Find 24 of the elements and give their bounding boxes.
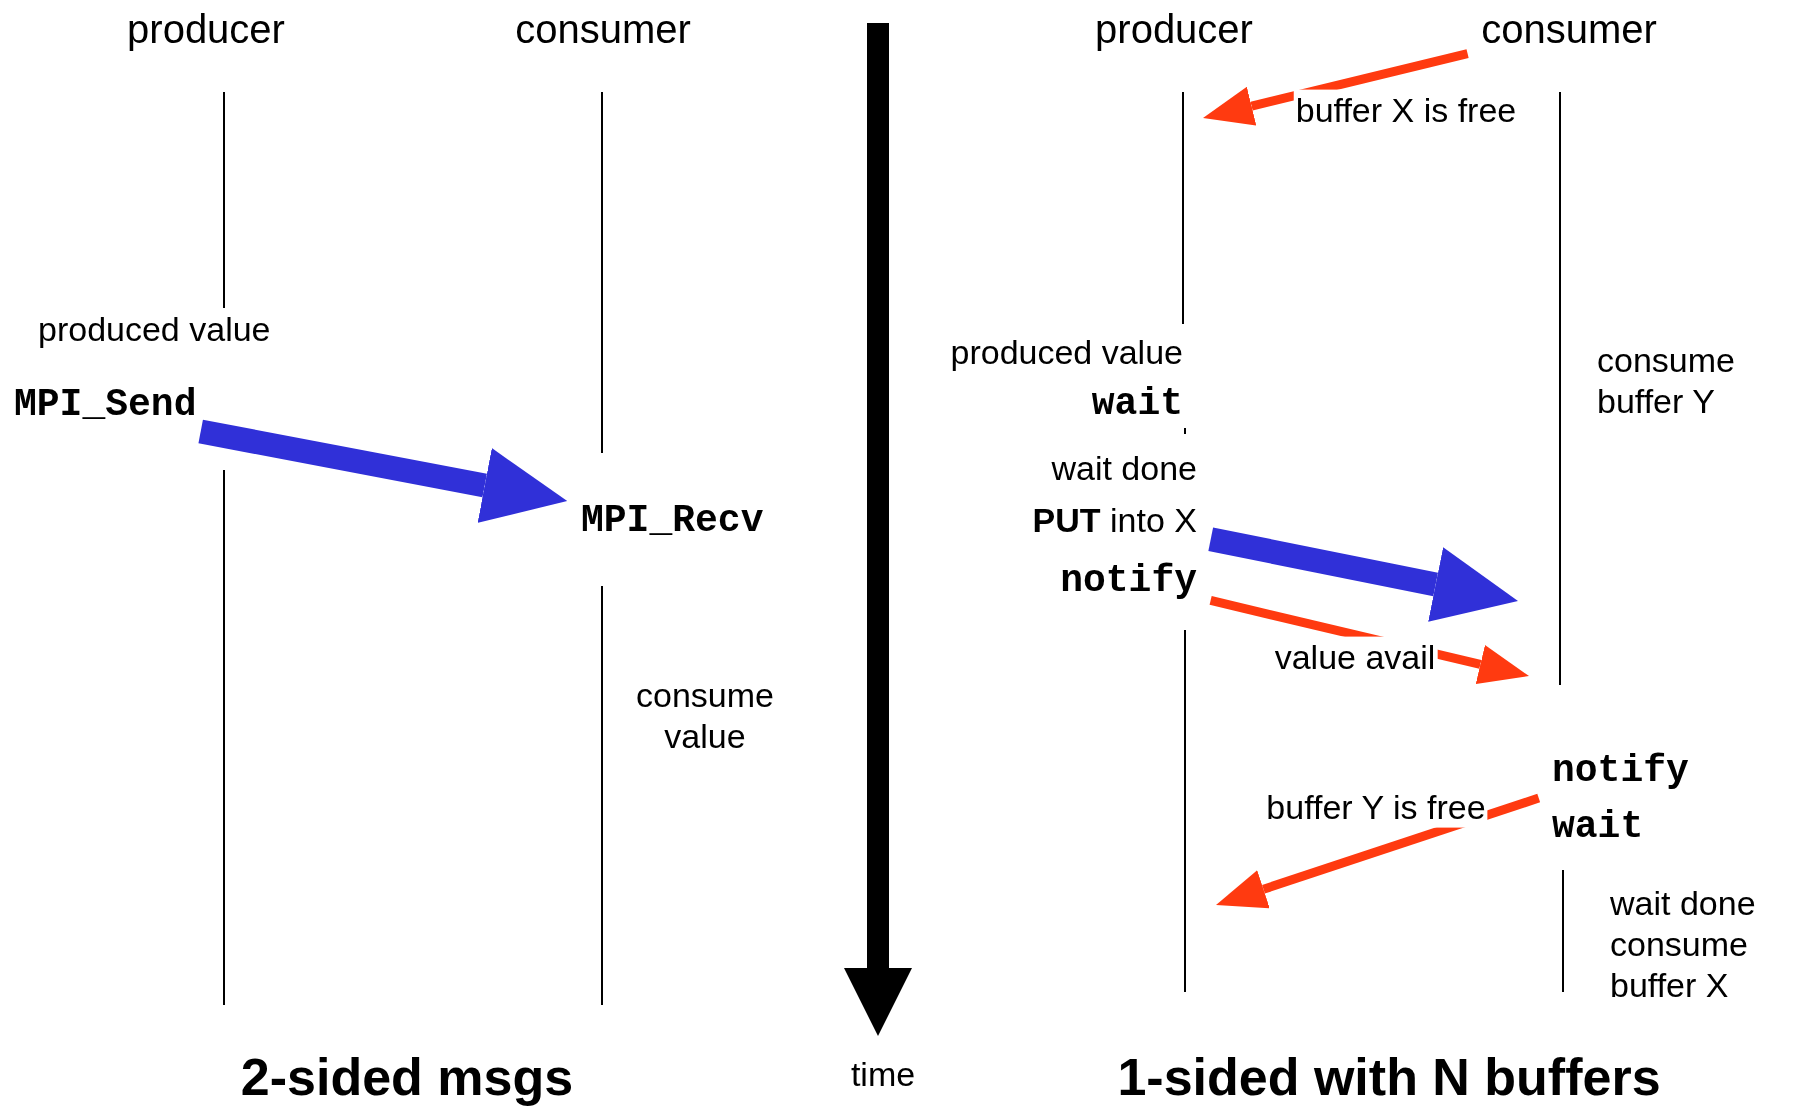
note-text: consume buffer Y <box>1597 340 1736 422</box>
code-label: MPI_Send <box>14 382 197 428</box>
arrow <box>198 419 568 523</box>
column-header: producer <box>1095 6 1253 53</box>
code-label: MPI_Recv <box>581 498 764 544</box>
note-text: consume value <box>635 675 775 757</box>
panel-title: 1-sided with N buffers <box>1117 1046 1661 1108</box>
note-text: time <box>850 1053 916 1095</box>
note-text: produced value <box>38 308 271 350</box>
code-label: wait <box>1552 804 1644 850</box>
note-text: produced value <box>950 331 1183 373</box>
arrow <box>1203 49 1469 126</box>
code-label: wait <box>1091 381 1183 427</box>
note-text: wait done <box>1051 447 1197 489</box>
column-header: producer <box>127 6 285 53</box>
code-label: notify <box>1060 558 1197 604</box>
arrow <box>1208 527 1518 622</box>
column-header: consumer <box>1481 5 1657 53</box>
column-header: consumer <box>515 6 691 53</box>
panel-title: 2-sided msgs <box>240 1046 574 1108</box>
code-label: notify <box>1552 748 1689 794</box>
arrow <box>1216 793 1541 909</box>
note-text: PUT into X <box>1032 499 1197 541</box>
note-text: wait done consume buffer X <box>1610 882 1757 1006</box>
